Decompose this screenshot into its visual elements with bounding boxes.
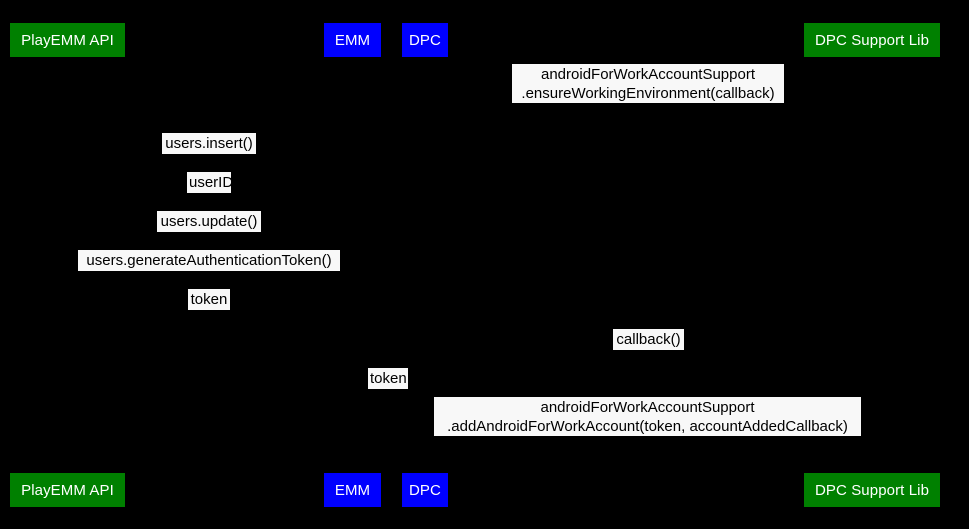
participant-playemm-header: PlayEMM API (10, 23, 125, 57)
message-label-4: users.update() (157, 211, 261, 232)
participant-label: PlayEMM API (21, 481, 114, 499)
message-arrow-6 (68, 310, 353, 316)
lifeline-dpc (425, 57, 426, 473)
message-label-line: androidForWorkAccountSupport (541, 66, 755, 83)
lifeline-playemm (68, 57, 69, 473)
message-label-line: .ensureWorkingEnvironment(callback) (521, 85, 775, 102)
message-label-line: users.generateAuthenticationToken() (86, 252, 332, 269)
message-arrow-4 (68, 232, 353, 238)
message-arrow-3 (68, 193, 353, 199)
participant-dpclib-footer: DPC Support Lib (804, 473, 940, 507)
participant-label: PlayEMM API (21, 31, 114, 49)
message-label-line: token (370, 370, 407, 387)
message-label-8: token (368, 368, 408, 389)
message-label-line: userID (189, 174, 234, 191)
message-label-line: .addAndroidForWorkAccount(token, account… (447, 418, 848, 435)
message-label-9: androidForWorkAccountSupport .addAndroidF… (434, 397, 861, 436)
participant-playemm-footer: PlayEMM API (10, 473, 125, 507)
message-label-line: callback() (616, 331, 681, 348)
message-arrow-8 (353, 389, 425, 395)
message-label-line: users.insert() (165, 135, 253, 152)
message-label-2: users.insert() (162, 133, 256, 154)
message-label-line: androidForWorkAccountSupport (540, 399, 755, 416)
participant-label: DPC Support Lib (814, 31, 930, 49)
message-label-3: userID (187, 172, 234, 193)
participant-label: DPC Support Lib (814, 481, 930, 499)
participant-dpclib-header: DPC Support Lib (804, 23, 940, 57)
participant-emm-header: EMM (324, 23, 381, 57)
participant-dpc-header: DPC (402, 23, 448, 57)
message-arrow-9 (425, 437, 872, 443)
message-label-7: callback() (613, 329, 684, 350)
participant-label: EMM (334, 31, 371, 49)
message-label-6: token (188, 289, 230, 310)
lifeline-dpclib (872, 57, 873, 473)
participant-emm-footer: EMM (324, 473, 381, 507)
message-arrow-7 (425, 350, 872, 356)
message-label-line: token (190, 291, 228, 308)
lifeline-emm (353, 57, 354, 473)
message-label-line: users.update() (160, 213, 258, 230)
message-arrow-2 (68, 154, 353, 160)
participant-label: DPC (409, 481, 441, 499)
message-label-1: androidForWorkAccountSupport .ensureWorki… (512, 64, 784, 103)
participant-dpc-footer: DPC (402, 473, 448, 507)
message-label-5: users.generateAuthenticationToken() (78, 250, 340, 271)
message-arrow-5 (68, 271, 353, 277)
message-arrow-1 (425, 104, 872, 110)
participant-label: EMM (334, 481, 371, 499)
participant-label: DPC (409, 31, 441, 49)
